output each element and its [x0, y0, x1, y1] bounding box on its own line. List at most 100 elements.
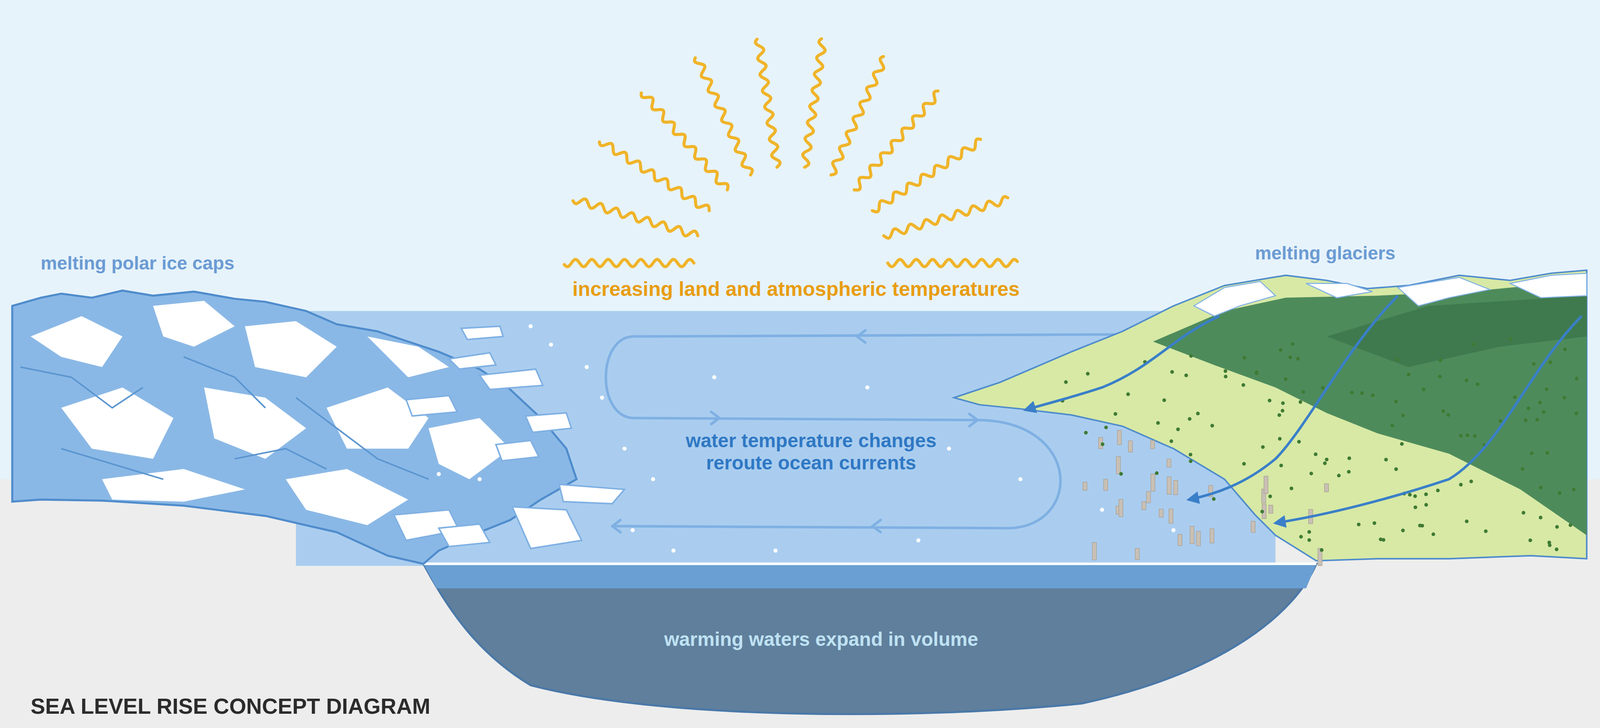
tree: [1421, 387, 1426, 392]
tree: [1526, 406, 1531, 411]
tree: [1544, 387, 1549, 392]
tree: [1291, 342, 1295, 347]
sun-ray: [564, 259, 694, 267]
building: [1324, 483, 1329, 492]
tree: [1113, 412, 1118, 416]
tree: [1537, 400, 1542, 405]
tree: [1413, 505, 1418, 510]
tree: [1394, 399, 1398, 404]
tree: [1529, 451, 1534, 456]
tree: [1322, 461, 1327, 466]
tree: [1521, 510, 1526, 515]
tree: [1347, 456, 1352, 461]
sun-ray: [883, 196, 1008, 239]
sun-rays: [564, 38, 1018, 268]
tree: [1528, 538, 1533, 543]
sun-ray: [755, 39, 781, 168]
tree: [1319, 548, 1324, 553]
tree: [1170, 370, 1175, 374]
building: [1150, 440, 1155, 449]
tree: [1438, 374, 1442, 379]
tree: [1297, 440, 1302, 444]
building: [1166, 477, 1172, 495]
building: [1103, 479, 1108, 491]
tree: [1438, 358, 1443, 363]
tree: [1337, 473, 1341, 478]
tree: [1189, 354, 1193, 358]
tree: [1574, 411, 1579, 416]
tree: [1241, 383, 1246, 387]
tree: [1441, 409, 1446, 413]
tree: [1188, 459, 1193, 464]
tree: [1283, 377, 1288, 382]
tree: [1280, 409, 1285, 413]
process-label: water temperature changes reroute ocean …: [681, 429, 942, 475]
building: [1251, 521, 1256, 533]
tree: [1307, 538, 1312, 542]
tree: [1187, 417, 1192, 421]
building: [1135, 548, 1140, 561]
tree: [1464, 378, 1469, 383]
tree: [1278, 347, 1283, 352]
ice-floes: [394, 326, 625, 549]
region-label: melting polar ice caps: [40, 252, 235, 275]
tree: [1301, 390, 1306, 395]
tree: [1298, 400, 1303, 405]
tree: [1431, 532, 1436, 537]
tree: [1260, 445, 1265, 449]
building: [1209, 529, 1214, 544]
tree: [1554, 547, 1559, 552]
tree: [1299, 534, 1303, 539]
tree: [1424, 492, 1429, 497]
tree: [1459, 482, 1463, 487]
building: [1128, 440, 1133, 453]
tree: [1498, 419, 1503, 423]
water-band: [423, 563, 1317, 589]
tree: [1406, 372, 1411, 377]
ice-crevasses: [20, 356, 429, 480]
tree: [1436, 488, 1440, 493]
building: [1116, 456, 1121, 474]
sun-ray: [831, 56, 885, 176]
building: [1117, 430, 1122, 445]
tree: [1104, 425, 1108, 430]
tree: [1563, 347, 1567, 352]
tree: [1475, 382, 1480, 387]
tree: [1162, 398, 1167, 402]
tree: [1309, 471, 1314, 476]
building: [1159, 509, 1164, 518]
tree: [1154, 471, 1159, 476]
tree: [1281, 401, 1285, 406]
tree: [1555, 525, 1559, 530]
tree: [1320, 386, 1325, 390]
sun-ray: [887, 259, 1018, 267]
building: [1141, 501, 1147, 510]
tree: [1277, 413, 1282, 418]
tree: [1278, 436, 1282, 441]
tree: [1557, 491, 1562, 496]
diagram-title: SEA LEVEL RISE CONCEPT DIAGRAM: [30, 694, 431, 720]
tree: [1408, 492, 1412, 497]
tree: [1346, 469, 1351, 474]
building: [1263, 476, 1269, 494]
ocean-current: [605, 330, 1123, 533]
tree: [1413, 494, 1417, 498]
tree: [1086, 371, 1090, 376]
tree: [1545, 451, 1550, 455]
building: [1118, 499, 1123, 517]
tree: [1508, 337, 1513, 341]
tree: [1119, 471, 1123, 476]
tree: [1520, 466, 1525, 471]
tree: [1523, 418, 1528, 423]
tree: [1378, 537, 1383, 542]
tree: [1360, 391, 1365, 395]
ocean-basin: [423, 563, 1317, 715]
tree: [1538, 485, 1543, 490]
tree: [1568, 523, 1573, 528]
tree: [1562, 395, 1567, 400]
tree: [1267, 398, 1272, 403]
tree: [1390, 423, 1395, 428]
tree: [1210, 423, 1215, 428]
tree: [1483, 529, 1488, 534]
sun-ray: [599, 142, 710, 211]
